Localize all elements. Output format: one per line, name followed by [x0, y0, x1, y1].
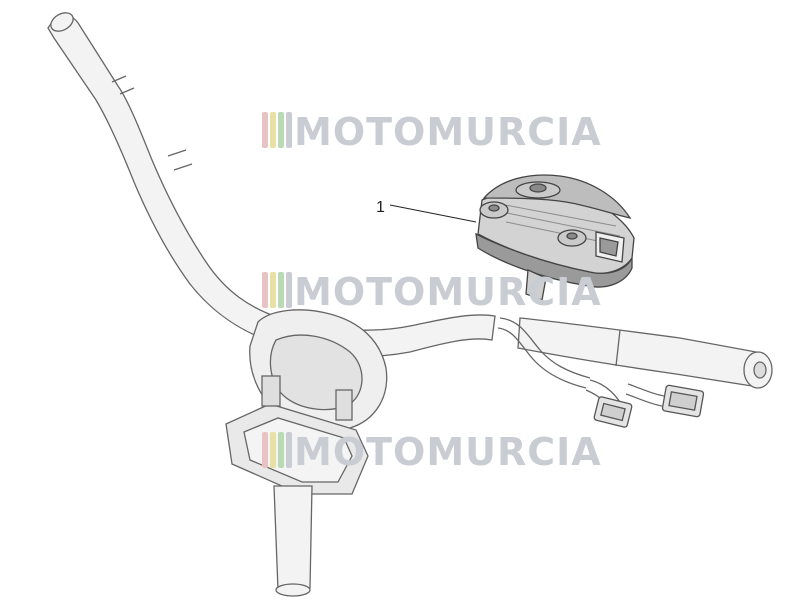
- handlebar-right-tube: [517, 317, 773, 389]
- handlebar-tube: [47, 12, 496, 358]
- watermark-stripes: [262, 432, 292, 468]
- watermark-text: MOTOMURCIA: [294, 270, 602, 314]
- watermark-text: MOTOMURCIA: [294, 110, 602, 154]
- watermark-stripes: [262, 272, 292, 308]
- watermark-3: MOTOMURCIA: [262, 430, 602, 474]
- callout-number: 1: [376, 199, 385, 216]
- watermark-2: MOTOMURCIA: [262, 270, 602, 314]
- watermark-stripes: [262, 112, 292, 148]
- connector-plug-left: [593, 396, 633, 428]
- watermark-text: MOTOMURCIA: [294, 430, 602, 474]
- watermark-1: MOTOMURCIA: [262, 110, 602, 154]
- callout-1: 1: [376, 199, 477, 223]
- connector-plug-right: [661, 384, 705, 418]
- steering-column: [273, 485, 313, 597]
- instrument-cluster: [475, 174, 635, 301]
- leader-line: [389, 204, 477, 223]
